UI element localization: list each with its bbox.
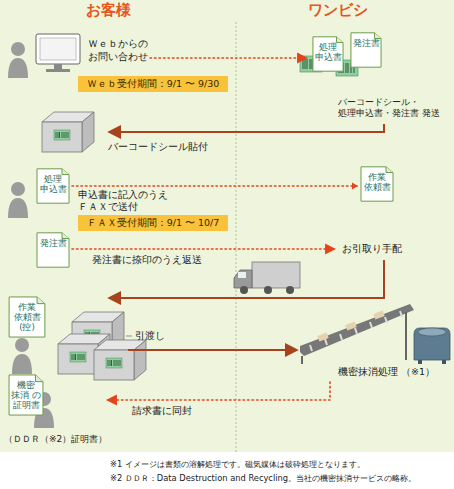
document-icon: 発注書	[36, 232, 70, 268]
person-icon	[12, 338, 32, 374]
person-icon	[8, 42, 28, 78]
person-icon	[8, 182, 28, 218]
conveyor	[300, 304, 414, 364]
dotted-arrow	[150, 57, 306, 59]
column-heading: ワンビシ	[308, 1, 368, 20]
solid-arrow	[128, 349, 296, 351]
dotted-arrow	[72, 248, 334, 250]
step-label: お引取り手配	[342, 243, 402, 255]
node-text: 発注書	[352, 39, 380, 49]
node-text: 作業 依頼書 (控)	[10, 303, 44, 332]
truck	[234, 262, 300, 294]
column-divider	[236, 22, 237, 452]
node-text: 処理 申込書	[38, 175, 68, 195]
cardboard-box	[42, 112, 94, 152]
period-box: ＦＡＸ受付期間：9/1 〜 10/7	[78, 215, 228, 231]
leader-line	[126, 336, 132, 337]
solid-arrow	[110, 260, 384, 298]
step-label: 機密抹消処理 （※1）	[338, 366, 435, 378]
document-icon: 機密 抹消 の 証明書	[8, 374, 44, 416]
document-icon: 作業 依頼書	[360, 166, 394, 202]
solid-arrow	[110, 124, 384, 132]
node-text: 作業 依頼書	[362, 173, 392, 193]
node-text: Ｗｅｂ受付期間：9/1 〜 9/30	[78, 76, 228, 92]
document-icon: 処理 申込書	[36, 168, 70, 204]
node-text: 発注書	[38, 239, 68, 249]
footnote: ※2 ＤＤＲ：Data Destruction and Recycling。当社…	[110, 473, 416, 483]
box-stack	[58, 312, 146, 380]
document-icon: 作業 依頼書 (控)	[8, 296, 46, 338]
step-label: バーコードシール貼付	[108, 141, 208, 153]
document-icon: 発注書	[350, 32, 382, 68]
step-label: 引渡し	[135, 330, 165, 342]
document-outline	[350, 32, 382, 68]
step-label: Ｗｅｂからの お問い合わせ	[88, 38, 158, 63]
document-icon: 処理 申込書	[312, 36, 344, 72]
footnote: ※1 イメージは書類の溶解処理です。磁気媒体は破砕処理となります。	[110, 459, 365, 469]
node-text: 処理 申込書	[314, 43, 342, 63]
column-heading: お客様	[86, 1, 131, 20]
node-text: ＦＡＸ受付期間：9/1 〜 10/7	[78, 215, 228, 231]
step-label: バーコードシール・ 処理申込書・発注書 発送	[338, 97, 450, 120]
dotted-arrow	[108, 382, 330, 400]
document-outline	[36, 232, 70, 268]
node-text: 機密 抹消 の 証明書	[10, 381, 42, 410]
dissolving-machine	[414, 328, 450, 364]
background	[0, 0, 454, 452]
dotted-connector	[72, 182, 358, 189]
period-box: Ｗｅｂ受付期間：9/1 〜 9/30	[78, 76, 228, 92]
step-label: 申込書に記入のうえ ＦＡＸで送付	[78, 189, 174, 213]
footnote: （ＤＤＲ（※2）証明書）	[4, 434, 107, 445]
step-label: 発注書に捺印のうえ返送	[92, 254, 202, 266]
step-label: 請求書に同封	[132, 405, 192, 417]
monitor-icon	[36, 34, 80, 72]
